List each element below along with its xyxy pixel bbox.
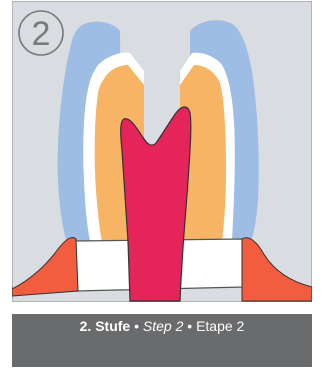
- illustration-panel: 2: [12, 1, 312, 302]
- caption-line: 2. Stufe • Step 2 • Etape 2: [12, 318, 312, 334]
- tooth-diagram: 2: [12, 1, 312, 302]
- caption-french: Etape 2: [196, 318, 244, 334]
- step-number: 2: [32, 15, 51, 53]
- caption-separator: •: [130, 318, 143, 334]
- caption-english: Step 2: [143, 318, 183, 334]
- caption-separator: •: [183, 318, 196, 334]
- caption-bar: 2. Stufe • Step 2 • Etape 2: [12, 314, 312, 367]
- caption-german: 2. Stufe: [80, 318, 131, 334]
